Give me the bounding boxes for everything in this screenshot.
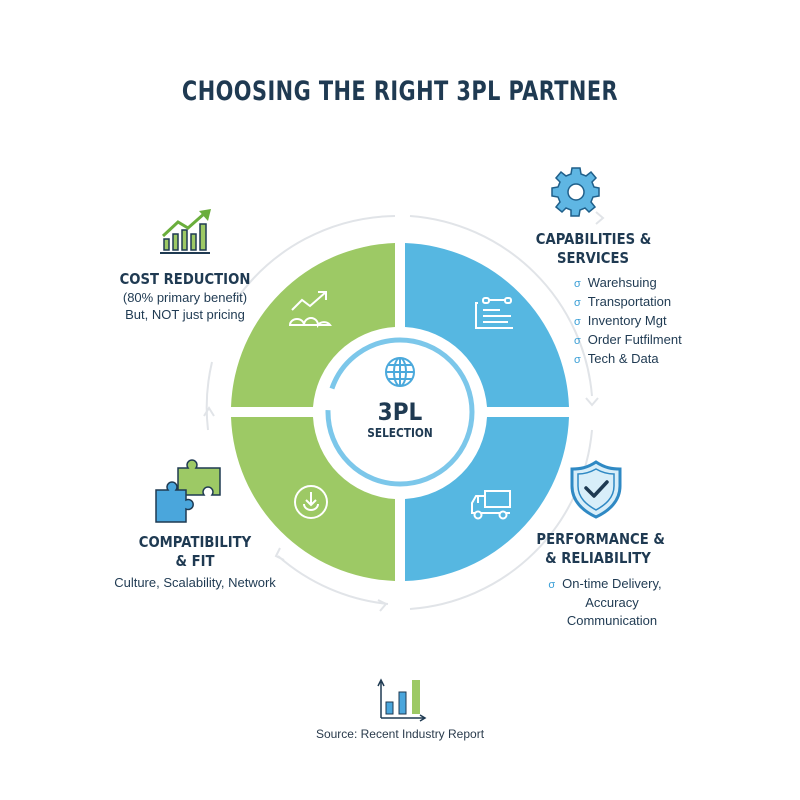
shield-check-icon [570,460,622,519]
download-circle-icon [294,485,328,519]
arc-top-left [235,215,396,301]
check-bullet-icon: σ [574,297,581,309]
source-note: Source: Recent Industry Report [315,727,485,741]
factor-line: Culture, Scalability, Network [114,575,276,590]
growth-chart-icon [288,291,332,329]
factor-heading: & RELIABILITY [545,549,651,567]
factor-heading: & FIT [175,552,215,570]
truck-icon [471,490,511,520]
factor-heading: COST REDUCTION [119,270,251,288]
arc-bottom-left [277,555,389,605]
center-ring [325,337,475,487]
bar-chart-up-icon [160,209,211,254]
center-title: 3PL [377,398,423,426]
factor-line: But, NOT just pricing [125,307,245,322]
checklist-board-icon [475,297,513,329]
center-subtitle: SELECTION [367,426,433,440]
puzzle-pieces-icon [155,459,221,523]
factor-line: (80% primary benefit) [122,290,248,305]
arrow-head-bottom [377,599,388,612]
check-bullet-icon: σ [574,278,581,290]
factor-capabilities: CAPABILITIES & SERVICES [528,230,658,268]
check-bullet-icon: σ [574,354,581,366]
quadrant-bottom-left [231,417,395,581]
check-bullet-icon: σ [548,579,556,591]
bar-chart-icon [377,678,427,722]
check-bullet-icon: σ [574,316,581,328]
factor-heading: SERVICES [556,249,630,267]
factor-cost-reduction: COST REDUCTION (80% primary benefit) But… [95,270,275,323]
list-item: Communication [566,613,658,628]
list-item: Accuracy [585,595,639,610]
factor-heading: PERFORMANCE & [536,530,665,548]
factor-heading: COMPATIBILITY [138,533,252,551]
quadrant-top-right [405,243,569,407]
page-title: CHOOSING THE RIGHT 3PL PARTNER [181,76,619,107]
gear-icon [551,167,600,217]
factor-performance: PERFORMANCE & & RELIABILITY [528,530,668,568]
factor-heading: CAPABILITIES & [535,230,652,248]
globe-icon [385,357,415,387]
arrow-head-right [585,397,599,407]
check-bullet-icon: σ [574,335,581,347]
quadrant-bottom-right [405,417,569,581]
arc-top-right [409,215,593,397]
arrow-head-bottom-left [274,547,285,561]
arrow-head-left [203,406,215,417]
arc-left [205,361,213,431]
factor-compatibility: COMPATIBILITY & FIT Culture, Scalability… [100,533,290,591]
arrow-head-top [595,211,605,225]
